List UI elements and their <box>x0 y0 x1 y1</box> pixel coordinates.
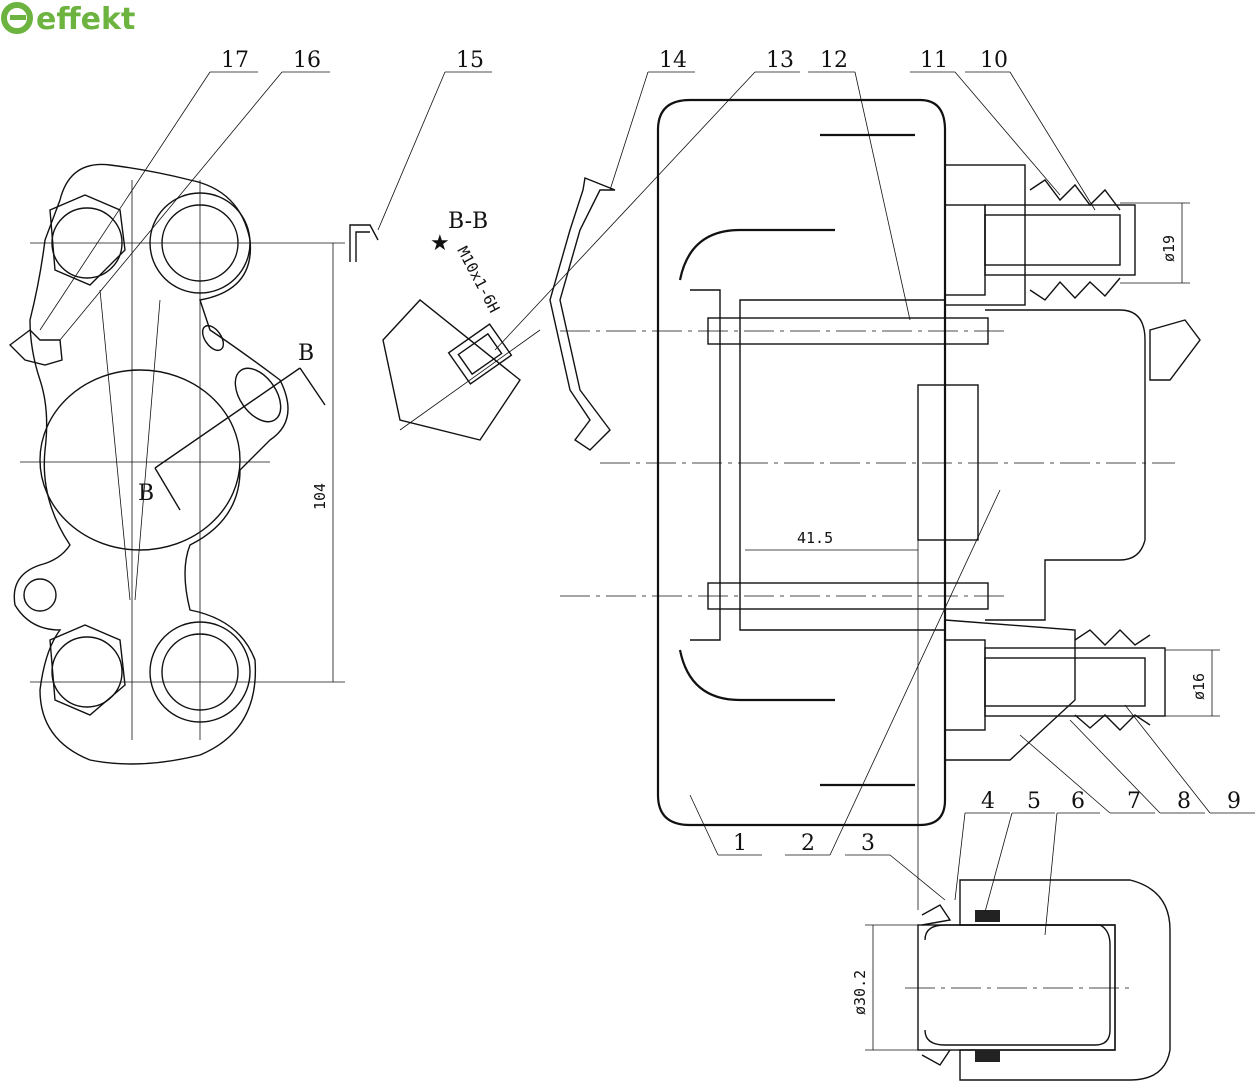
svg-text:9: 9 <box>1227 789 1241 814</box>
svg-text:4: 4 <box>981 789 995 814</box>
callout-13: 13 <box>494 48 800 351</box>
svg-text:7: 7 <box>1127 789 1141 814</box>
svg-text:12: 12 <box>820 48 848 73</box>
callout-15: 15 <box>377 48 492 231</box>
callout-2: 2 <box>785 489 1001 856</box>
effekt-logo: effekt <box>1 2 135 37</box>
clip-part <box>349 224 379 262</box>
callout-12: 12 <box>808 48 911 321</box>
svg-text:effekt: effekt <box>36 2 135 37</box>
callout-1: 1 <box>689 794 762 856</box>
svg-text:3: 3 <box>861 831 875 856</box>
dimension-pin-length: 41.5 <box>797 529 833 547</box>
callout-4: 4 <box>954 789 1010 901</box>
callout-8: 8 <box>1069 719 1205 814</box>
section-marker: ★ <box>430 231 450 256</box>
svg-text:2: 2 <box>801 831 815 856</box>
callout-11: 11 <box>910 48 1061 196</box>
callout-6: 6 <box>1044 789 1100 936</box>
cut-label-top: B <box>298 341 314 366</box>
thread-spec: M10x1-6H <box>453 243 503 315</box>
callout-14: 14 <box>609 48 695 191</box>
svg-text:15: 15 <box>456 48 484 73</box>
caliper-front-view: 104 B B <box>8 163 345 765</box>
svg-text:8: 8 <box>1177 789 1191 814</box>
spring-clip <box>549 177 616 451</box>
svg-text:17: 17 <box>221 48 249 73</box>
svg-text:11: 11 <box>920 48 948 73</box>
callout-10: 10 <box>965 48 1096 211</box>
svg-text:14: 14 <box>659 48 687 73</box>
svg-text:5: 5 <box>1027 789 1041 814</box>
caliper-side-view: ø19 ø16 41.5 <box>560 98 1220 910</box>
svg-text:6: 6 <box>1071 789 1085 814</box>
callout-9: 9 <box>1124 704 1255 814</box>
svg-text:1: 1 <box>733 831 747 856</box>
svg-text:16: 16 <box>293 48 321 73</box>
cut-label-bottom: B <box>138 481 154 506</box>
dimension-dia-top: ø19 <box>1160 235 1178 262</box>
section-bb-view: B-B ★ M10x1-6H <box>382 209 541 441</box>
callout-7: 7 <box>1019 734 1155 814</box>
callout-3: 3 <box>845 831 946 901</box>
callout-16: 16 <box>59 48 330 341</box>
dimension-dia-bottom: ø16 <box>1190 673 1208 700</box>
piston-detail: ø30.2 <box>851 879 1171 1081</box>
dimension-dia-piston: ø30.2 <box>851 970 869 1015</box>
callout-labels: 1 2 3 4 5 6 7 8 9 10 11 12 13 14 15 16 1… <box>39 48 1255 936</box>
callout-17: 17 <box>39 48 258 331</box>
svg-text:13: 13 <box>766 48 794 73</box>
section-title: B-B <box>448 209 488 234</box>
svg-text:10: 10 <box>980 48 1008 73</box>
callout-5: 5 <box>984 789 1055 913</box>
dimension-height: 104 <box>311 483 329 510</box>
